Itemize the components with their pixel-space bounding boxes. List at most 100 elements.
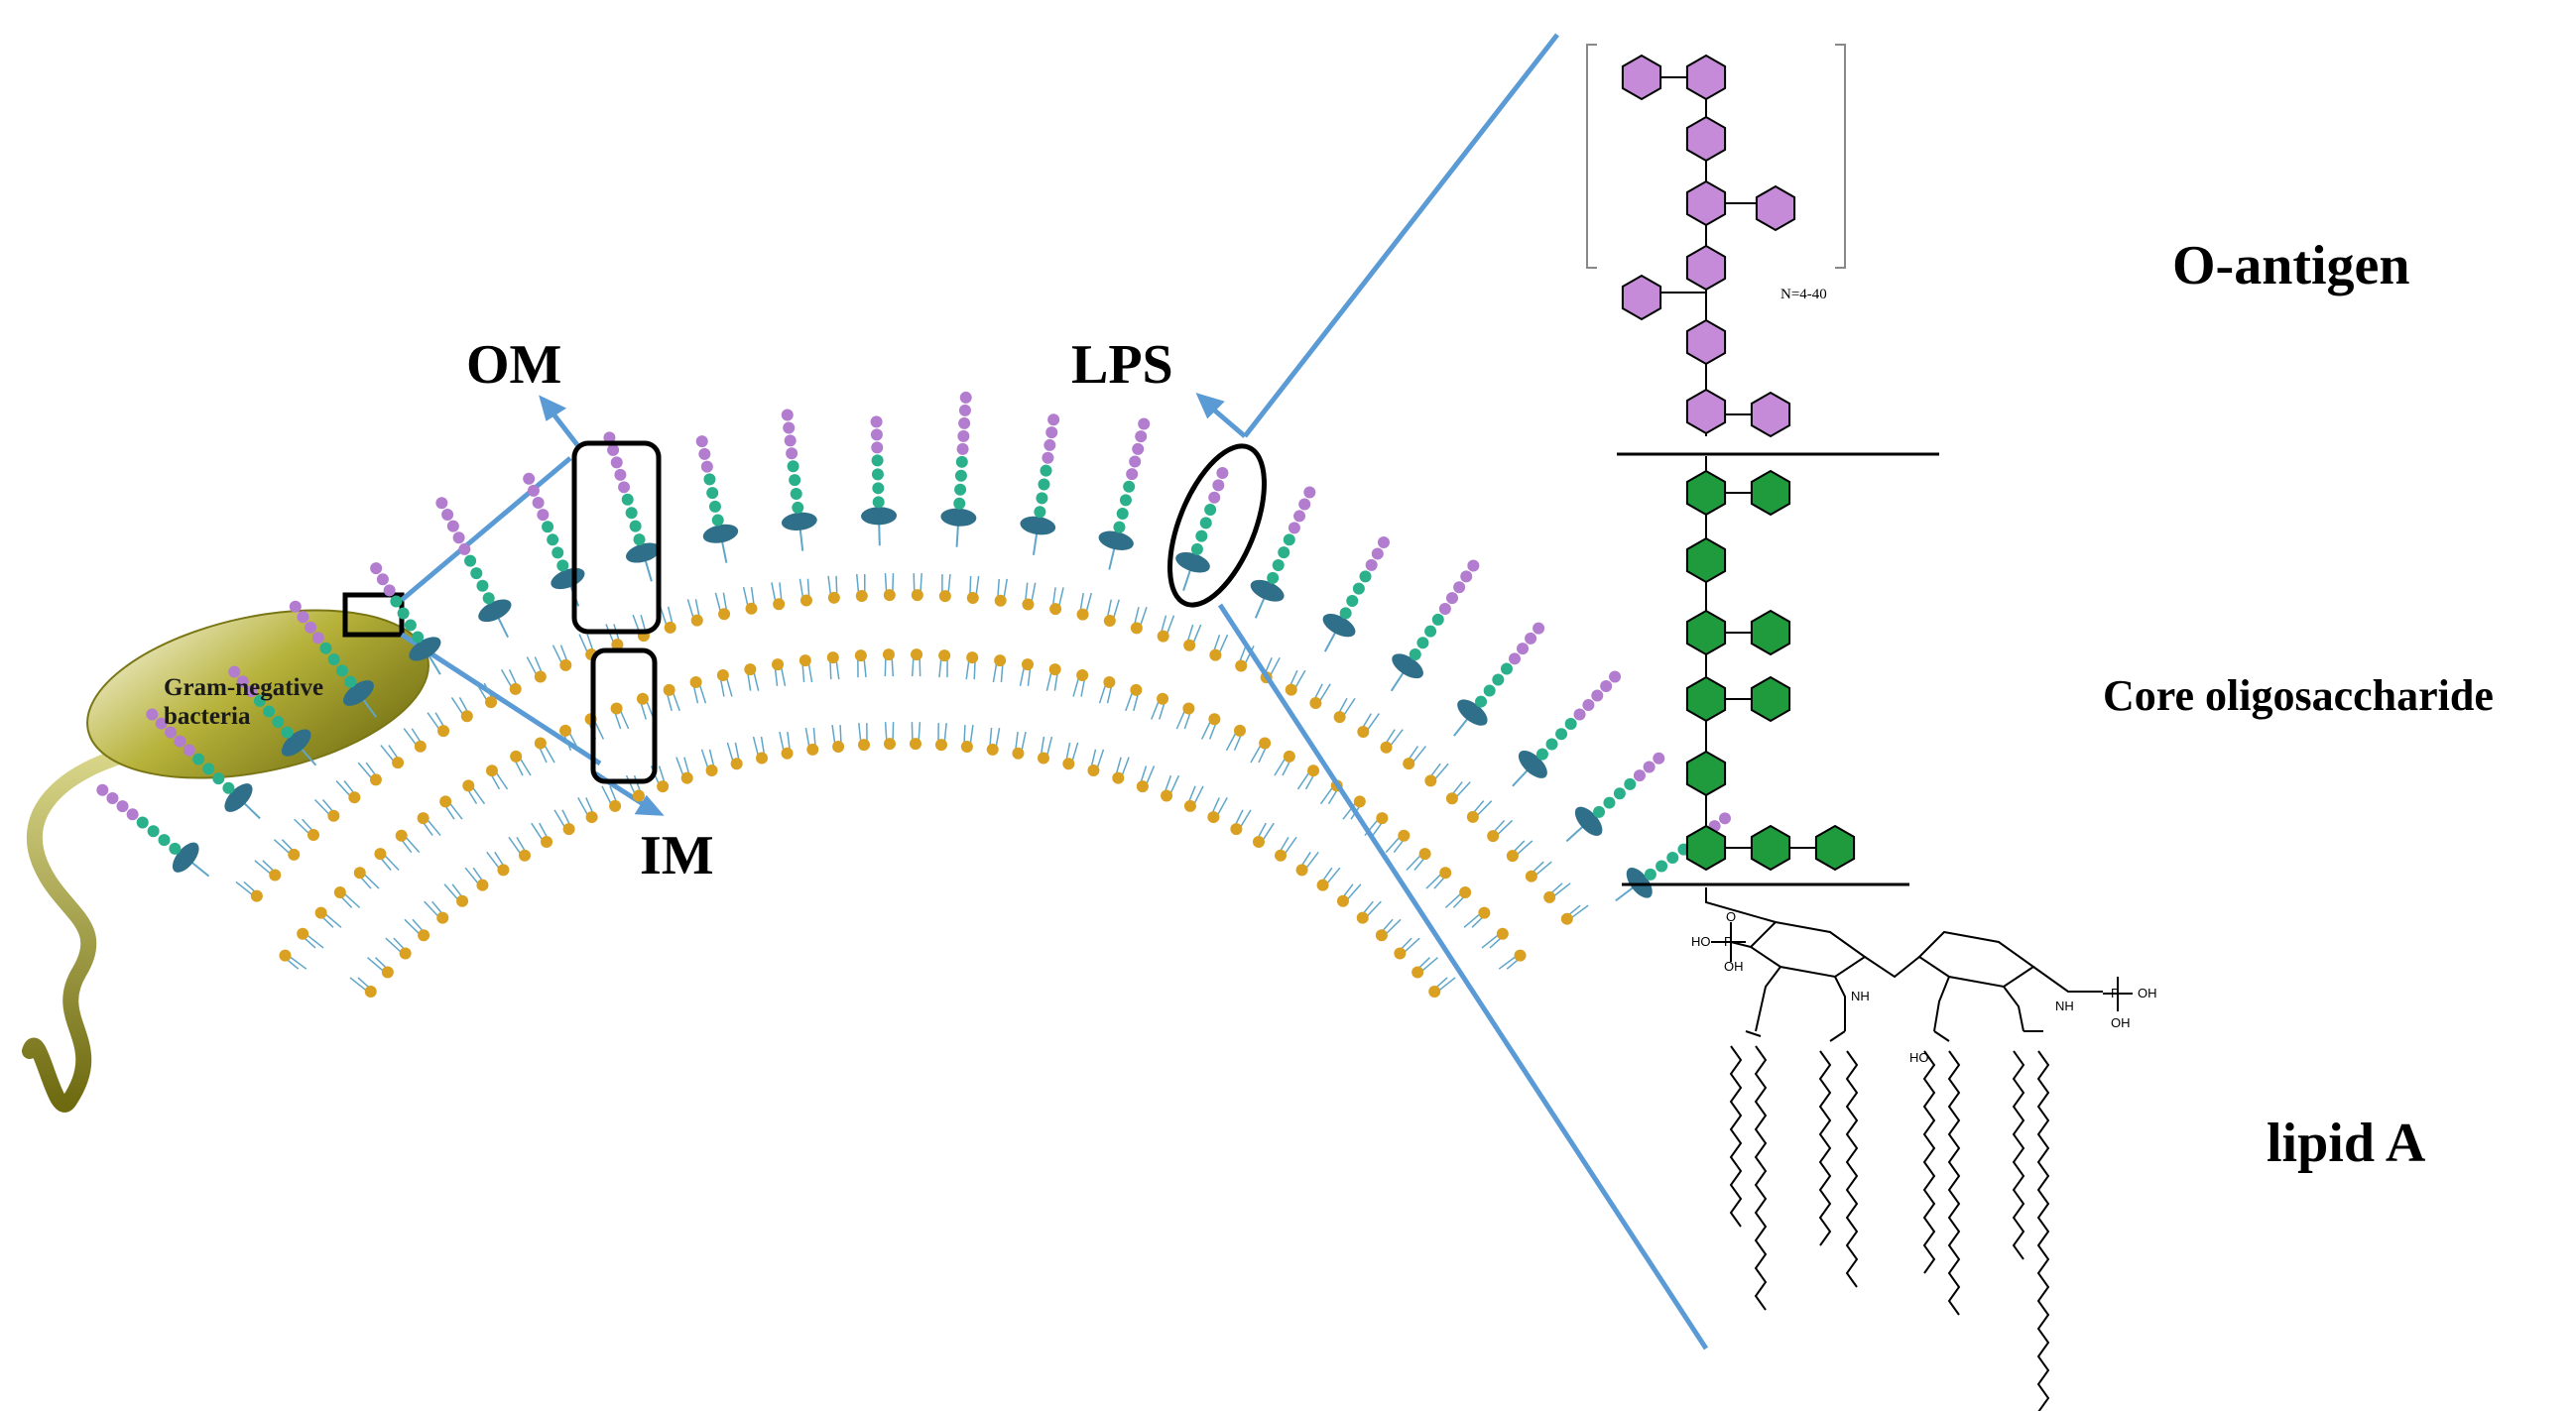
lps-core-dot [790, 488, 802, 501]
om-inner-head [994, 594, 1007, 607]
lps-core-dot [1199, 517, 1212, 529]
atom-label-oh: OH [1724, 959, 1744, 974]
lps-antigen-dot [1718, 812, 1731, 825]
lps-antigen-dot [1467, 559, 1480, 572]
im-outer-head [1283, 750, 1295, 763]
lps-antigen-dot [1643, 761, 1656, 773]
lps-antigen-dot [956, 442, 969, 455]
lps-antigen-dot [1438, 602, 1451, 615]
im-outer-head [798, 654, 811, 667]
lps-core-dot [872, 496, 885, 509]
im-outer-head-tail [1444, 891, 1463, 908]
core-sugar [1685, 675, 1727, 723]
lps-core-dot [871, 454, 884, 467]
im-inner-head [1037, 752, 1049, 764]
om-inner-head [348, 791, 361, 804]
om-inner-head [1445, 792, 1458, 805]
lps-core-dot [319, 642, 332, 654]
om-inner-head [1209, 648, 1222, 661]
bacterium-label: Gram-negative bacteria [164, 674, 324, 730]
lps-antigen-dot [783, 421, 796, 434]
lps-antigen-dot [870, 415, 883, 428]
atom-label-nh-2: NH [2055, 999, 2074, 1013]
lps-antigen-dot [96, 783, 109, 796]
om-inner-head-tail [380, 745, 396, 764]
im-inner-head [418, 929, 430, 942]
im-inner-head [1428, 986, 1441, 999]
lps-core-dot [281, 726, 294, 739]
im-outer-head [689, 675, 702, 688]
atom-label-nh: NH [1851, 989, 1870, 1003]
core-sugar [1685, 469, 1727, 517]
core-sugar [1814, 824, 1856, 872]
outer-membrane-label: OM [466, 334, 562, 396]
im-outer-head-tail [323, 912, 342, 928]
lps-lipid-head [1020, 516, 1056, 535]
im-outer-head-tail [1319, 784, 1335, 805]
im-outer-head [663, 683, 675, 696]
lps-antigen-dot [1293, 510, 1306, 523]
lipid-a-acyl-chains [1729, 1045, 2050, 1411]
om-inner-head [911, 589, 923, 602]
im-outer-head [1182, 702, 1195, 715]
lps-core-dot [1339, 607, 1352, 620]
im-inner-head [1356, 911, 1369, 924]
om-inner-head [460, 710, 473, 723]
lps-core-dot [1036, 492, 1048, 505]
om-inner-head [1157, 630, 1169, 643]
im-outer-head [297, 927, 309, 940]
om-inner-head [1333, 711, 1346, 724]
lps-antigen-dot [1609, 670, 1622, 683]
om-inner-head [745, 602, 758, 615]
core-sugar [1750, 675, 1791, 723]
im-outer-head-tail [342, 891, 361, 908]
lps-antigen-dot [228, 665, 241, 678]
lps-antigen-dot [1208, 491, 1221, 504]
lps-antigen-dot [527, 484, 540, 497]
im-inner-head [518, 849, 531, 862]
im-inner-head [756, 752, 769, 764]
im-inner-head-tail [443, 883, 460, 902]
lps-antigen-dot [165, 726, 178, 739]
o-antigen-sugar [1621, 54, 1662, 101]
lps-antigen-dot [1517, 643, 1530, 655]
lps-core-dot [222, 781, 235, 794]
im-outer-head [510, 750, 523, 763]
acyl-chain [2036, 1050, 2050, 1411]
om-inner-head-tail [427, 712, 441, 732]
lps-antigen-dot [126, 808, 139, 821]
om-inner-head [1424, 774, 1437, 787]
im-outer-head [911, 648, 923, 661]
lps-antigen-dot [959, 391, 972, 404]
acyl-chain [1845, 1050, 1859, 1288]
im-outer-head [882, 648, 895, 661]
lps-antigen-dot [1216, 467, 1229, 480]
om-inner-head [611, 639, 624, 651]
om-inner-head-tail [1388, 729, 1404, 749]
om-inner-head [1049, 603, 1062, 616]
lps-antigen-dot [458, 542, 471, 555]
o-antigen-label: O-antigen [2172, 235, 2410, 296]
im-outer-head [1496, 927, 1509, 940]
im-outer-head-tail [1406, 853, 1423, 872]
im-inner-head [497, 864, 510, 877]
im-outer-head [966, 651, 979, 664]
lps-antigen-dot [1371, 547, 1384, 560]
lps-core-dot [547, 533, 559, 546]
atom-label-oh-2: OH [2138, 986, 2157, 1000]
om-inner-head-tail [1569, 904, 1589, 920]
lps-antigen-dot [1298, 498, 1311, 511]
im-inner-head [1207, 811, 1220, 824]
lps-core-dot [1666, 852, 1679, 865]
im-outer-head [1307, 764, 1320, 777]
om-inner-head [534, 670, 547, 683]
om-inner-head-tail [1411, 746, 1427, 764]
im-outer-head [333, 886, 346, 899]
lps-core-dot [1500, 662, 1513, 675]
im-inner-head-tail [486, 851, 502, 871]
om-inner-head [718, 608, 731, 621]
im-inner-head [456, 894, 469, 907]
highlight-markers [571, 440, 1267, 784]
im-outer-head [744, 663, 757, 676]
lps-core-dot [703, 473, 716, 486]
